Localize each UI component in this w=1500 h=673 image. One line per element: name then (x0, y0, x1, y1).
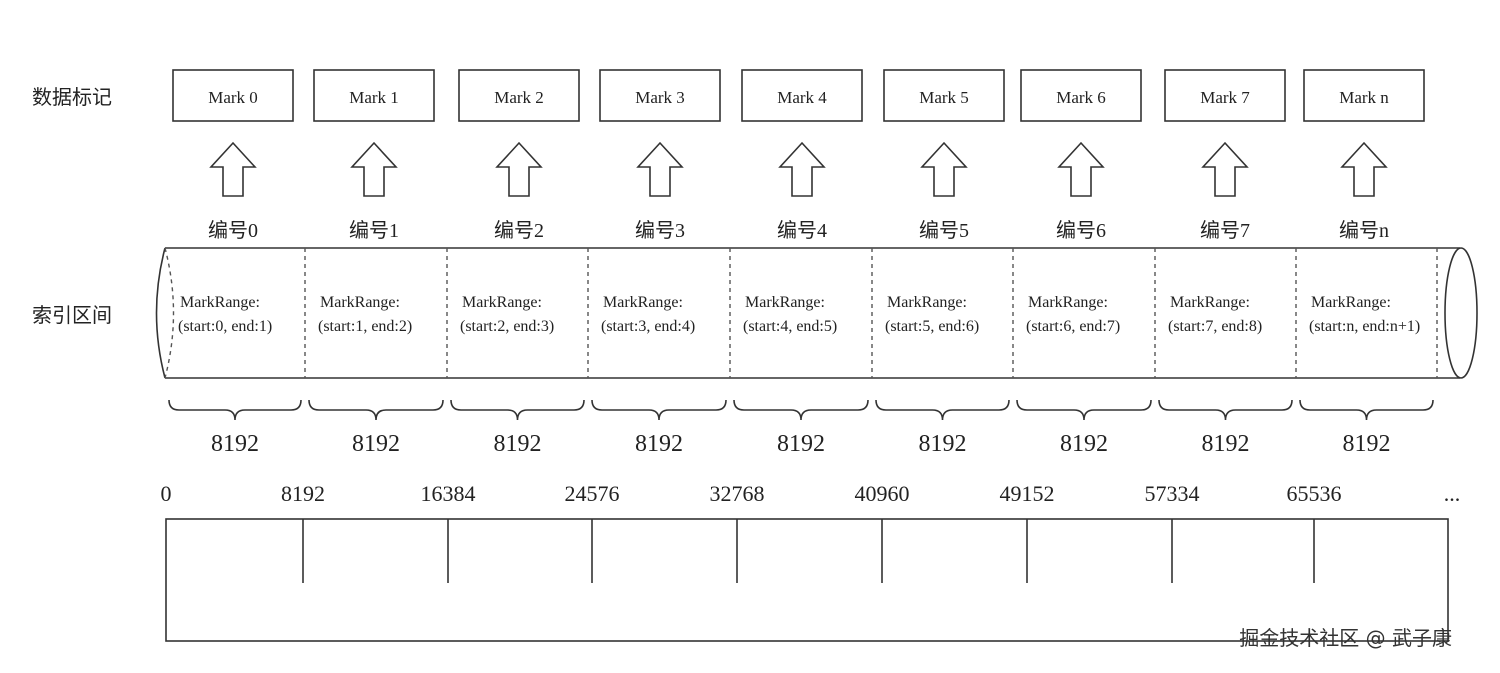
brace-icon (308, 399, 444, 421)
number-label: 编号6 (1056, 219, 1106, 242)
number-label: 编号2 (494, 219, 544, 242)
number-label: 编号1 (349, 219, 399, 242)
up-arrow-icon (1340, 141, 1388, 197)
number-label: 编号7 (1200, 219, 1250, 242)
up-arrow-icon (495, 141, 543, 197)
number-label: 编号0 (208, 219, 258, 242)
mark-label: Mark 2 (494, 88, 544, 107)
range-title: MarkRange: (462, 294, 542, 311)
brace-icon (1158, 399, 1293, 421)
index-range-cylinder: MarkRange: (start:0, end:1) MarkRange: (sta… (155, 247, 1478, 379)
mark-box (1303, 69, 1425, 122)
mark-label: Mark 0 (208, 88, 258, 107)
range-title: MarkRange: (603, 294, 683, 311)
range-span: (start:2, end:3) (460, 318, 554, 335)
granule-size-label: 8192 (494, 431, 542, 457)
mark-box (741, 69, 863, 122)
row-offset-label: 16384 (421, 481, 476, 506)
range-span: (start:7, end:8) (1168, 318, 1262, 335)
brace-icon (1299, 399, 1434, 421)
cylinder-right-cap (1444, 247, 1478, 379)
range-span: (start:1, end:2) (318, 318, 412, 335)
up-arrow-icon (920, 141, 968, 197)
up-arrow-icon (350, 141, 398, 197)
arrow-row (209, 141, 1388, 197)
range-span: (start:n, end:n+1) (1309, 318, 1420, 335)
row-offset-label: ... (1444, 481, 1461, 506)
mark-box (883, 69, 1005, 122)
cylinder-body (165, 247, 1460, 379)
mark-label: Mark 7 (1200, 88, 1250, 107)
range-title: MarkRange: (1311, 294, 1391, 311)
number-label: 编号n (1339, 219, 1389, 242)
granule-size-label: 8192 (919, 431, 967, 457)
row-offset-label: 57334 (1145, 481, 1200, 506)
mark-box-row: Mark 0 Mark 1 Mark 2 Mark 3 Mark 4 Mark 5 Mark… (172, 69, 1425, 122)
mark-box (1020, 69, 1142, 122)
range-title: MarkRange: (320, 294, 400, 311)
row-label-ranges: 索引区间 (32, 303, 112, 327)
granule-size-label: 8192 (1343, 431, 1391, 457)
granule-size-label: 8192 (635, 431, 683, 457)
number-label: 编号4 (777, 219, 827, 242)
mark-box (1164, 69, 1286, 122)
range-span: (start:5, end:6) (885, 318, 979, 335)
mark-label: Mark 5 (919, 88, 969, 107)
mark-box (313, 69, 435, 122)
mark-box (458, 69, 580, 122)
brace-row (168, 399, 1434, 421)
range-title: MarkRange: (1028, 294, 1108, 311)
up-arrow-icon (778, 141, 826, 197)
range-span: (start:0, end:1) (178, 318, 272, 335)
row-offset-label: 8192 (281, 481, 325, 506)
range-title: MarkRange: (745, 294, 825, 311)
granule-size-label: 8192 (777, 431, 825, 457)
number-label-row: 编号0 编号1 编号2 编号3 编号4 编号5 编号6 编号7 编号n (208, 219, 1389, 242)
data-column-block (165, 518, 1449, 642)
range-span: (start:3, end:4) (601, 318, 695, 335)
granule-size-label: 8192 (352, 431, 400, 457)
watermark: 掘金技术社区 @ 武子康 (1239, 626, 1452, 650)
granule-size-row: 8192 8192 8192 8192 8192 8192 8192 8192 8192 (211, 431, 1391, 457)
row-offset-label: 32768 (710, 481, 765, 506)
number-label: 编号3 (635, 219, 685, 242)
row-offset-label: 40960 (855, 481, 910, 506)
mark-label: Mark 3 (635, 88, 685, 107)
range-title: MarkRange: (887, 294, 967, 311)
row-offset-label: 0 (161, 481, 172, 506)
row-offset-scale: 0 8192 16384 24576 32768 40960 49152 57334 65536… (161, 481, 1461, 506)
range-span: (start:6, end:7) (1026, 318, 1120, 335)
up-arrow-icon (636, 141, 684, 197)
brace-icon (733, 399, 869, 421)
mark-box (599, 69, 721, 122)
cylinder-left-cap (155, 247, 166, 379)
granule-size-label: 8192 (211, 431, 259, 457)
mark-label: Mark 1 (349, 88, 399, 107)
number-label: 编号5 (919, 219, 969, 242)
range-title: MarkRange: (180, 294, 260, 311)
brace-icon (875, 399, 1010, 421)
cylinder-left-cap-dashed (164, 247, 175, 379)
range-title: MarkRange: (1170, 294, 1250, 311)
up-arrow-icon (1201, 141, 1249, 197)
brace-icon (168, 399, 302, 421)
row-offset-label: 24576 (565, 481, 620, 506)
mark-box (172, 69, 294, 122)
up-arrow-icon (209, 141, 257, 197)
brace-icon (450, 399, 585, 421)
block-ticks (302, 519, 1315, 583)
mark-label: Mark n (1339, 88, 1389, 107)
range-span: (start:4, end:5) (743, 318, 837, 335)
granule-size-label: 8192 (1202, 431, 1250, 457)
brace-icon (591, 399, 727, 421)
granule-size-label: 8192 (1060, 431, 1108, 457)
brace-icon (1016, 399, 1152, 421)
row-offset-label: 49152 (1000, 481, 1055, 506)
up-arrow-icon (1057, 141, 1105, 197)
mark-label: Mark 4 (777, 88, 827, 107)
mark-label: Mark 6 (1056, 88, 1106, 107)
row-label-marks: 数据标记 (32, 85, 112, 109)
row-offset-label: 65536 (1287, 481, 1342, 506)
